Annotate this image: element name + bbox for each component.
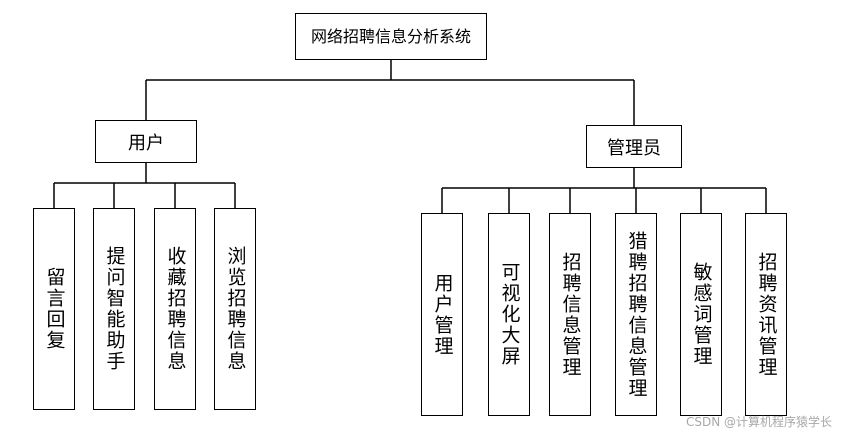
watermark: CSDN @计算机程序猿学长 [685, 415, 832, 429]
leaf-label: 招聘资讯管理 [755, 251, 778, 378]
leaf-label: 可视化大屏 [498, 262, 521, 367]
leaf-node-user-management: 用户管理 [421, 213, 463, 416]
leaf-node-job-news-management: 招聘资讯管理 [745, 213, 787, 416]
group-label-admin: 管理员 [607, 137, 661, 159]
group-label-user: 用户 [128, 132, 164, 154]
group-node-user: 用户 [95, 120, 197, 163]
leaf-label: 猎聘招聘信息管理 [625, 230, 648, 399]
leaf-node-sensitive-word-management: 敏感词管理 [680, 213, 722, 416]
leaf-label: 浏览招聘信息 [224, 246, 247, 372]
leaf-label: 提问智能助手 [103, 246, 126, 372]
leaf-label: 招聘信息管理 [559, 251, 582, 378]
leaf-node-message-reply: 留言回复 [33, 208, 75, 410]
leaf-node-ai-assistant: 提问智能助手 [93, 208, 135, 410]
root-label: 网络招聘信息分析系统 [310, 26, 471, 46]
leaf-node-dashboard: 可视化大屏 [488, 213, 530, 416]
leaf-node-browse-jobs: 浏览招聘信息 [214, 208, 256, 410]
leaf-label: 敏感词管理 [690, 262, 713, 367]
leaf-label: 留言回复 [43, 267, 66, 351]
group-node-admin: 管理员 [586, 125, 682, 168]
leaf-node-liepin-job-management: 猎聘招聘信息管理 [615, 213, 657, 416]
leaf-node-job-info-management: 招聘信息管理 [549, 213, 591, 416]
leaf-label: 用户管理 [431, 272, 454, 357]
leaf-label: 收藏招聘信息 [164, 246, 187, 372]
root-node: 网络招聘信息分析系统 [295, 13, 487, 60]
leaf-node-favorite-jobs: 收藏招聘信息 [154, 208, 196, 410]
